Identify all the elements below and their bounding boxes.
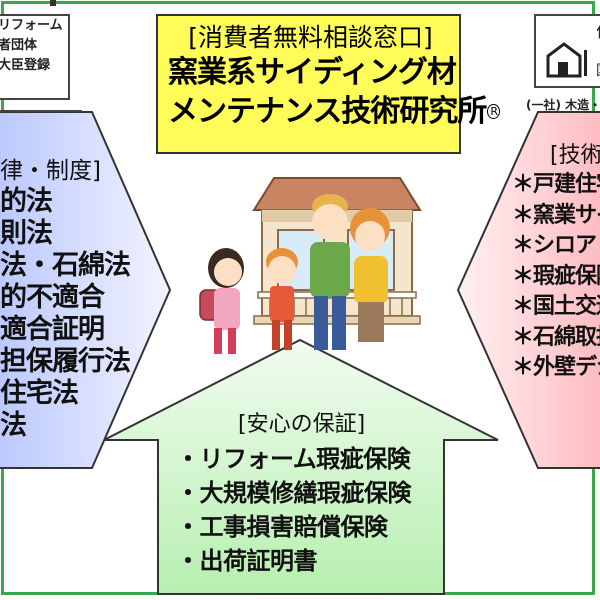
left-logo-underline xyxy=(0,110,82,112)
registered-mark: R xyxy=(487,104,501,119)
right-panel-header: [技術記 xyxy=(550,143,600,168)
left-panel-item: 住宅法 xyxy=(0,378,79,409)
left-logo-line: 大臣登録 xyxy=(0,58,51,73)
title-line-1: [消費者無料相談窓口] xyxy=(188,23,433,52)
bottom-panel-item: ・リフォーム瑕疵保険 xyxy=(176,445,411,473)
left-panel-item: 的不適合 xyxy=(0,282,105,313)
left-arrow-shape xyxy=(0,111,172,469)
right-arrow-shape xyxy=(456,111,600,469)
right-logo: 住 国 xyxy=(534,14,600,88)
left-logo-line: リフォーム xyxy=(0,18,63,33)
right-panel-item: ＊窯業サイディ xyxy=(512,202,600,228)
left-panel-item: 適合証明 xyxy=(0,314,105,345)
bottom-panel-item: ・出荷証明書 xyxy=(176,547,318,575)
right-panel-item: ＊国土交通省 xyxy=(512,294,600,319)
left-panel-item: 的法 xyxy=(0,186,53,217)
bottom-panel-header: [安心の保証] xyxy=(238,412,366,437)
left-panel-item: 則法 xyxy=(0,218,53,249)
right-panel-list: [技術記 ＊戸建住宅 ＊窯業サイディ ＊シロアリ防 ＊瑕疵保険ー ＊国土交通省 … xyxy=(512,142,600,384)
right-org-name: (一社) 木造・ xyxy=(526,98,600,112)
left-panel-item: 法 xyxy=(0,410,27,441)
title-line-2: 窯業系サイディング材 xyxy=(168,55,457,90)
right-panel-item: ＊シロアリ防 xyxy=(512,233,600,258)
left-panel-item: 担保履行法 xyxy=(0,346,131,377)
bottom-arrow-shape xyxy=(103,338,499,595)
left-panel-item: 法・石綿法 xyxy=(0,250,131,281)
left-panel-header: 律・制度] xyxy=(0,158,101,184)
right-panel-item: ＊瑕疵保険ー xyxy=(512,263,600,289)
title-line-3-text: メンテナンス技術研究所 xyxy=(168,94,487,129)
left-logo-line: 者団体 xyxy=(0,38,38,53)
left-logo-mark xyxy=(50,0,56,6)
bottom-panel-list: [安心の保証] ・リフォーム瑕疵保険 ・大規模修繕瑕疵保険 ・工事損害賠償保険 … xyxy=(176,408,412,578)
bottom-panel-item: ・大規模修繕瑕疵保険 xyxy=(176,479,412,507)
house-logo-icon xyxy=(546,42,587,78)
right-logo-char: 住 xyxy=(596,18,600,42)
left-panel-list: 律・制度] 的法 則法 法・石綿法 的不適合 適合証明 担保履行法 住宅法 法 xyxy=(0,156,131,442)
left-logo: リフォーム 者団体 大臣登録 xyxy=(0,14,70,100)
bottom-panel-item: ・工事損害賠償保険 xyxy=(176,513,388,541)
right-logo-char-2: 国 xyxy=(596,60,600,80)
right-panel-item: ＊外壁デジ xyxy=(512,355,600,380)
right-panel-item: ＊石綿取扱 xyxy=(512,324,600,350)
right-panel-item: ＊戸建住宅 xyxy=(512,172,600,197)
family-illustration xyxy=(199,194,390,354)
